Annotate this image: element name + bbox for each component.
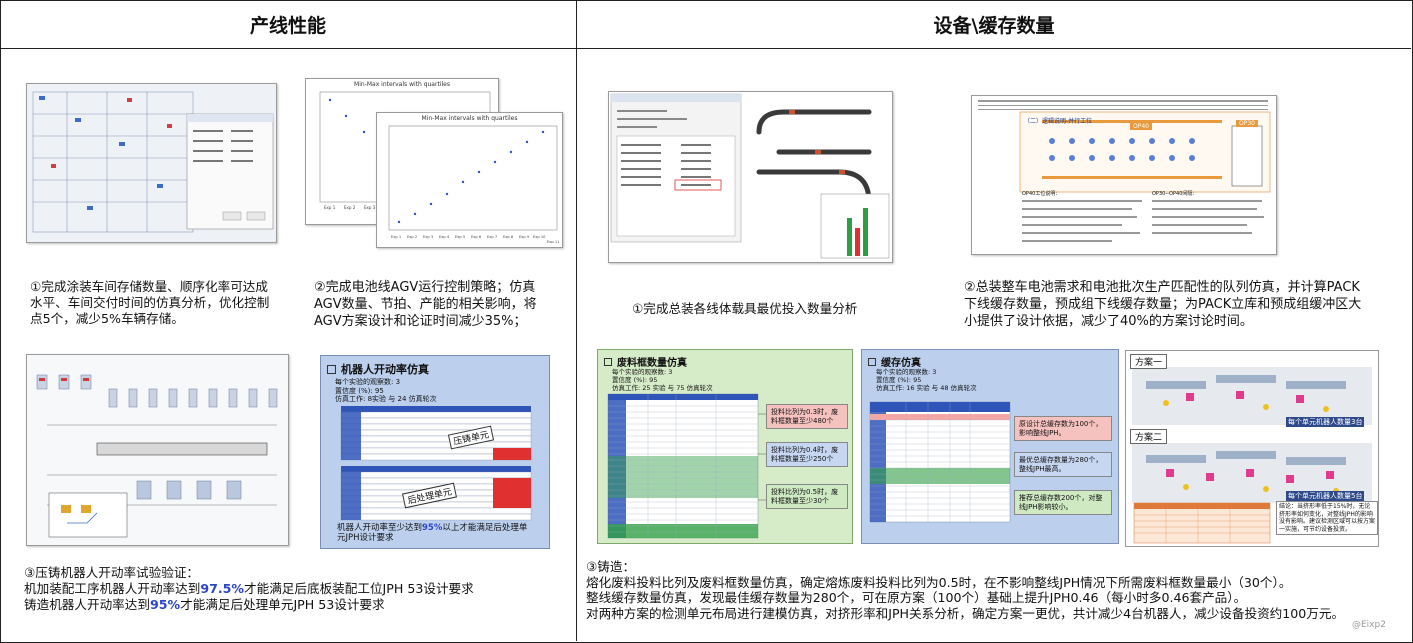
interval-chart-title-back: Min-Max intervals with quartiles <box>354 81 450 88</box>
casting-layout-graphic <box>27 355 288 545</box>
logic-op40-label: OP40 <box>1130 123 1152 130</box>
battery-logic-graphic <box>972 96 1276 254</box>
layout-conclusion: 结论：当挤形率低于15%时，无论挤形率如何变化，对整线JPH的影响没有影响。建议… <box>1276 501 1378 535</box>
interval-front-tick-4: Exp 4 <box>439 235 450 239</box>
inspection-layout-panel: 方案一 每个单元机器人数量3台 方案二 每个单元机器人数量5台 结论：当挤形率低… <box>1125 350 1379 547</box>
battery-queue-logic-screenshot: （二）逻辑说明-并行工位 OP40 OP30 OP40工位说明： OP30--O… <box>971 95 1277 255</box>
cache-note-2: 最优总缓存数量为280个，整线JPH最高。 <box>1014 452 1112 477</box>
scrap-panel-header: 废料框数量仿真 <box>604 354 687 369</box>
cache-panel-bullets: 每个实验的观察数: 3 置信度 (%): 95 仿真工作: 16 实验 与 48… <box>876 368 977 392</box>
caption-casting-title: ③压铸机器人开动率试验验证： <box>24 565 200 580</box>
robot-footer-highlight: 95% <box>422 523 443 533</box>
robot-utilization-panel: 机器人开动率仿真 每个实验的观察数: 3 置信度 (%): 95 仿真工作: 8… <box>320 355 550 549</box>
caption-r3-line2: 整线缓存数量仿真，发现最佳缓存数量为280个，可在原方案（100个）基础上提升J… <box>586 590 1247 605</box>
robot-panel-title: 机器人开动率仿真 <box>341 363 429 376</box>
interval-chart-front-plot: Exp 1 Exp 2 Exp 3 Exp 4 Exp 5 Exp 6 Exp … <box>388 125 559 244</box>
caption-r3-line1: 熔化废料投料比列及废料框数量仿真，确定熔炼废料投料比列为0.5时，在不影响整线J… <box>586 574 1292 590</box>
cache-note-3: 推荐总缓存数200个，对整线JPH影响较小。 <box>1014 490 1112 515</box>
interval-back-tick-1: Exp 1 <box>324 205 336 210</box>
interval-front-tick-2: Exp 2 <box>407 235 417 239</box>
caption-casting-line2-post: 才能满足后处理单元JPH 53设计要求 <box>180 597 385 612</box>
caption-casting-line1-highlight: 97.5% <box>200 581 245 596</box>
cache-panel-header: 缓存仿真 <box>868 354 921 369</box>
logic-right-title: OP30--OP40间隔： <box>1152 191 1198 197</box>
caption-casting-line2-highlight: 95% <box>149 597 181 612</box>
square-bullet-icon <box>868 357 876 366</box>
scheme-one-label: 方案一 <box>1130 354 1168 369</box>
agv-interval-chart-front: Min-Max intervals with quartiles Exp 1 E… <box>376 112 563 248</box>
scrap-bullet-2: 置信度 (%): 95 <box>612 376 658 384</box>
robot-tables-graphic <box>340 406 532 521</box>
caption-agv: ②完成电池线AGV运行控制策略；仿真AGV数量、节拍、产能的相关影响，将AGV方… <box>314 280 537 329</box>
robot-panel-bullets: 每个实验的观察数: 3 置信度 (%): 95 仿真工作: 8实验 与 24 仿… <box>335 378 437 404</box>
scrap-table-graphic <box>607 393 766 539</box>
scrap-bullet-1: 每个实验的观察数: 3 <box>612 368 673 376</box>
caption-r3-line3: 对两种方案的检测单元布局进行建模仿真，对挤形率和JPH关系分析，确定方案一更优，… <box>586 605 1345 621</box>
logic-panel-heading: （二）逻辑说明-并行工位 <box>1024 118 1093 125</box>
scrap-bin-simulation-panel: 废料框数量仿真 每个实验的观察数: 3 置信度 (%): 95 仿真工作: 25… <box>597 349 853 544</box>
paint-shop-layout-graphic <box>27 84 276 242</box>
interval-back-tick-2: Exp 2 <box>344 205 356 210</box>
scrap-note-1: 投料比列为0.3时，废料框数量至少480个 <box>766 404 848 429</box>
paint-shop-simulation-screenshot <box>26 83 277 243</box>
interval-front-tick-6: Exp 6 <box>471 235 482 239</box>
casting-robot-layout-screenshot <box>26 354 289 546</box>
caption-assembly-carriers: ①完成总装各线体载具最优投入数量分析 <box>632 301 858 316</box>
interval-front-tick-9: Exp 9 <box>519 235 530 239</box>
interval-chart-title-front: Min-Max intervals with quartiles <box>421 115 518 122</box>
caption-paint-shop: ①完成涂装车间存储数量、顺序化率可达成水平、车间交付时间的仿真分析，优化控制点5… <box>30 279 270 326</box>
cache-table-graphic <box>869 401 1011 523</box>
robot-panel-header: 机器人开动率仿真 <box>327 361 429 377</box>
watermark: @Eixp2 <box>1352 620 1386 630</box>
robot-footer-pre: 机器人开动率至少达到 <box>337 523 423 533</box>
header-equipment-cache: 设备\缓存数量 <box>577 0 1411 49</box>
robot-panel-footer: 机器人开动率至少达到95%以上才能满足后处理单元JPH设计要求 <box>337 523 533 543</box>
cache-bullet-2: 置信度 (%): 95 <box>876 376 922 384</box>
caption-casting-robots: ③压铸机器人开动率试验验证： 机加装配工序机器人开动率达到97.5%才能满足后底… <box>24 565 564 613</box>
robot-bullet-2: 置信度 (%): 95 <box>335 386 384 395</box>
caption-casting-line1-pre: 机加装配工序机器人开动率达到 <box>24 581 201 596</box>
assembly-carrier-simulation-screenshot <box>608 91 893 263</box>
scheme-one-robots-label: 每个单元机器人数量3台 <box>1286 417 1365 427</box>
cache-simulation-panel: 缓存仿真 每个实验的观察数: 3 置信度 (%): 95 仿真工作: 16 实验… <box>861 349 1119 544</box>
scrap-note-2: 投料比列为0.4时，废料框数量至少250个 <box>766 442 848 467</box>
caption-casting-line1-post: 才能满足后底板装配工位JPH 53设计要求 <box>244 581 474 596</box>
logic-left-title: OP40工位说明： <box>1022 191 1061 197</box>
robot-bullet-1: 每个实验的观察数: 3 <box>335 378 401 386</box>
interval-front-tick-5: Exp 5 <box>455 235 465 239</box>
cache-bullet-1: 每个实验的观察数: 3 <box>876 368 937 376</box>
caption-casting-line2-pre: 铸造机器人开动率达到 <box>24 597 150 612</box>
caption-casting-line2: 铸造机器人开动率达到95%才能满足后处理单元JPH 53设计要求 <box>24 597 564 613</box>
caption-battery-queue: ②总装整车电池需求和电池批次生产匹配性的队列仿真，并计算PACK下线缓存数量，预… <box>964 280 1362 329</box>
interval-front-tick-8: Exp 8 <box>503 235 514 239</box>
logic-op30-label: OP30 <box>1236 120 1258 127</box>
cache-note-1: 原设计总缓存数为100个，影响整线JPH。 <box>1014 416 1112 441</box>
section-divider <box>576 48 577 641</box>
cache-bullet-3: 仿真工作: 16 实验 与 48 仿真轮次 <box>876 384 977 392</box>
interval-front-tick-7: Exp 7 <box>487 235 497 239</box>
square-bullet-icon <box>327 364 336 374</box>
assembly-simulation-graphic <box>609 92 892 262</box>
robot-bullet-3: 仿真工作: 8实验 与 24 仿真轮次 <box>335 395 437 403</box>
header-line-performance: 产线性能 <box>0 0 577 49</box>
robot-footer-post: 以上才能满足后处理单元JPH设计要求 <box>337 523 528 543</box>
scrap-bullet-3: 仿真工作: 25 实验 与 75 仿真轮次 <box>612 384 713 392</box>
scrap-panel-title: 废料框数量仿真 <box>617 358 687 369</box>
scrap-note-3: 投料比列为0.5时，废料框数量至少30个 <box>766 484 848 509</box>
interval-front-tick-3: Exp 3 <box>423 235 433 239</box>
caption-casting-right: ③铸造： 熔化废料投料比列及废料框数量仿真，确定熔炼废料投料比列为0.5时，在不… <box>586 559 1408 621</box>
interval-front-tick-10: Exp 10 <box>533 235 546 239</box>
cache-panel-title: 缓存仿真 <box>881 358 921 369</box>
square-bullet-icon <box>604 357 612 366</box>
caption-r3-title: ③铸造： <box>586 559 636 574</box>
scheme-two-robots-label: 每个单元机器人数量5台 <box>1286 491 1365 501</box>
scrap-panel-bullets: 每个实验的观察数: 3 置信度 (%): 95 仿真工作: 25 实验 与 75… <box>612 368 713 392</box>
caption-casting-line1: 机加装配工序机器人开动率达到97.5%才能满足后底板装配工位JPH 53设计要求 <box>24 581 564 597</box>
interval-front-tick-1: Exp 1 <box>391 235 401 239</box>
interval-front-tick-11: Exp 11 <box>547 240 559 244</box>
scheme-two-label: 方案二 <box>1130 429 1168 444</box>
interval-back-tick-3: Exp 3 <box>364 205 376 210</box>
